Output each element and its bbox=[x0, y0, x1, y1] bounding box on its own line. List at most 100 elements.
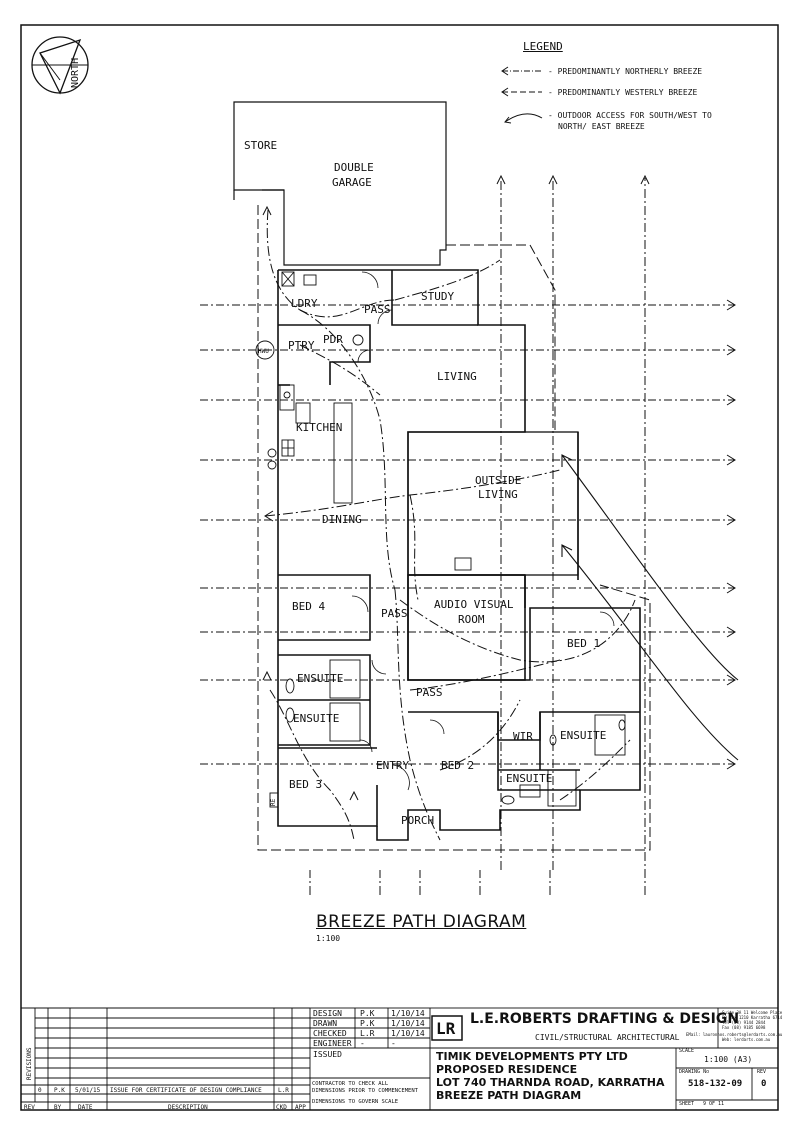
scale-value: 1:100 (A3) bbox=[704, 1055, 753, 1064]
revisions-label: REVISIONS bbox=[26, 1047, 33, 1080]
client-name: TIMIK DEVELOPMENTS PTY LTD bbox=[436, 1050, 628, 1063]
design-initials: P.K bbox=[360, 1009, 375, 1018]
house-walls bbox=[277, 269, 641, 841]
revision-by: P.K bbox=[54, 1087, 65, 1094]
internal-breeze-paths bbox=[264, 209, 636, 841]
header-ckd: CKD bbox=[276, 1104, 287, 1111]
company-name: L.E.ROBERTS DRAFTING & DESIGN bbox=[470, 1011, 740, 1027]
diagram-title: BREEZE PATH DIAGRAM bbox=[316, 912, 527, 932]
legend-item-outdoor-2: NORTH/ EAST BREEZE bbox=[558, 122, 645, 131]
logo-mark bbox=[431, 1015, 463, 1041]
company-address-3: Tel (08) 9144 2844 bbox=[722, 1020, 766, 1025]
label-porch: PORCH bbox=[401, 814, 434, 827]
label-store: STORE bbox=[244, 139, 277, 152]
legend-item-westerly: - PREDOMINANTLY WESTERLY BREEZE bbox=[548, 88, 698, 97]
drawn-label: DRAWN bbox=[313, 1019, 338, 1028]
company-web: Web: lerdarts.com.au bbox=[722, 1037, 771, 1042]
north-arrow: NORTH bbox=[31, 36, 89, 95]
legend-item-outdoor-1: - OUTDOOR ACCESS FOR SOUTH/WEST TO bbox=[548, 111, 712, 120]
door-swings bbox=[351, 271, 615, 791]
label-outside: OUTSIDE bbox=[475, 474, 521, 487]
drawing-no-label: DRAWING No bbox=[679, 1069, 710, 1075]
label-bed-1: BED 1 bbox=[567, 637, 600, 650]
engineer-date: - bbox=[391, 1039, 396, 1048]
outdoor-access-arrows bbox=[561, 454, 739, 761]
westerly-breeze bbox=[200, 304, 735, 765]
header-by: BY bbox=[54, 1104, 62, 1111]
label-ensuite-3: ENSUITE bbox=[560, 729, 606, 742]
label-kitchen: KITCHEN bbox=[296, 421, 342, 434]
contractor-note-1: CONTRACTOR TO CHECK ALL bbox=[312, 1081, 389, 1087]
company-address-1: Suite 3A 11 Welcome Place bbox=[722, 1010, 783, 1015]
label-room: ROOM bbox=[458, 613, 485, 626]
header-rev: REV bbox=[24, 1104, 35, 1111]
label-ptry: PTRY bbox=[288, 339, 315, 352]
label-ensuite-2: ENSUITE bbox=[293, 712, 339, 725]
sheet-title: BREEZE PATH DIAGRAM bbox=[436, 1089, 582, 1102]
checked-initials: L.R bbox=[360, 1029, 375, 1038]
room-labels: STORE DOUBLE GARAGE LDRY PASS STUDY PTRY… bbox=[244, 139, 606, 827]
label-living: LIVING bbox=[437, 370, 477, 383]
project-name: PROPOSED RESIDENCE bbox=[436, 1063, 578, 1076]
fixtures bbox=[255, 271, 626, 808]
contractor-note-3: DIMENSIONS TO GOVERN SCALE bbox=[312, 1099, 399, 1105]
title-block-lines bbox=[20, 1007, 779, 1111]
engineer-label: ENGINEER bbox=[313, 1039, 352, 1048]
northerly-breeze-heads bbox=[262, 174, 650, 801]
revision-rev: 0 bbox=[38, 1087, 42, 1094]
label-pass-3: PASS bbox=[416, 686, 443, 699]
issued-label: ISSUED bbox=[313, 1050, 342, 1059]
company-address-2: PO Box 1210 Karratha 6714 bbox=[722, 1015, 783, 1020]
garage bbox=[233, 101, 447, 266]
label-garage: GARAGE bbox=[332, 176, 372, 189]
checked-label: CHECKED bbox=[313, 1029, 347, 1038]
label-re: RE bbox=[270, 798, 277, 806]
legend-symbols bbox=[501, 66, 543, 124]
drawn-date: 1/10/14 bbox=[391, 1019, 425, 1028]
company-subtitle: CIVIL/STRUCTURAL ARCHITECTURAL bbox=[535, 1033, 680, 1042]
label-dining: DINING bbox=[322, 513, 362, 526]
legend-title: LEGEND bbox=[523, 40, 563, 53]
header-description: DESCRIPTION bbox=[168, 1104, 208, 1111]
label-wir: WIR bbox=[513, 730, 533, 743]
sheet-label: SHEET bbox=[679, 1101, 695, 1107]
company-address-4: Fax (08) 9185 6698 bbox=[722, 1025, 766, 1030]
logo-text: LR bbox=[436, 1019, 456, 1038]
label-ensuite-4: ENSUITE bbox=[506, 772, 552, 785]
boundary bbox=[257, 205, 651, 851]
drawn-initials: P.K bbox=[360, 1019, 375, 1028]
label-ldry: LDRY bbox=[291, 297, 318, 310]
north-label: NORTH bbox=[70, 58, 81, 88]
diagram-scale: 1:100 bbox=[316, 934, 341, 943]
rev-label: REV bbox=[757, 1069, 767, 1075]
drawing-no: 518-132-09 bbox=[688, 1079, 743, 1089]
checked-date: 1/10/14 bbox=[391, 1029, 425, 1038]
legend-item-northerly: - PREDOMINANTLY NORTHERLY BREEZE bbox=[548, 67, 703, 76]
contractor-note-2: DIMENSIONS PRIOR TO COMMENCEMENT bbox=[312, 1088, 418, 1094]
label-pass-2: PASS bbox=[381, 607, 408, 620]
engineer-initials: - bbox=[360, 1039, 365, 1048]
label-living-outside: LIVING bbox=[478, 488, 518, 501]
label-bed-4: BED 4 bbox=[292, 600, 325, 613]
revision-date: 5/01/15 bbox=[75, 1087, 101, 1094]
label-pass-1: PASS bbox=[364, 303, 391, 316]
company-email: EMail: lauronnos.roberts@lerdarts.com.au bbox=[686, 1032, 783, 1037]
label-ensuite-1: ENSUITE bbox=[297, 672, 343, 685]
scale-label: SCALE bbox=[679, 1048, 695, 1054]
label-bed-2: BED 2 bbox=[441, 759, 474, 772]
label-double: DOUBLE bbox=[334, 161, 374, 174]
revision-description: ISSUE FOR CERTIFICATE OF DESIGN COMPLIAN… bbox=[110, 1087, 262, 1094]
label-entry: ENTRY bbox=[376, 759, 409, 772]
design-label: DESIGN bbox=[313, 1009, 342, 1018]
label-audio-visual: AUDIO VISUAL bbox=[434, 598, 514, 611]
header-app: APP bbox=[295, 1104, 306, 1111]
label-hwu: HWU bbox=[258, 348, 269, 355]
header-date: DATE bbox=[78, 1104, 93, 1111]
label-bed-3: BED 3 bbox=[289, 778, 322, 791]
project-address: LOT 740 THARNDA ROAD, KARRATHA bbox=[436, 1076, 665, 1089]
label-study: STUDY bbox=[421, 290, 454, 303]
rev-value: 0 bbox=[761, 1079, 767, 1089]
sheet-value: 9 OF 11 bbox=[703, 1101, 725, 1107]
